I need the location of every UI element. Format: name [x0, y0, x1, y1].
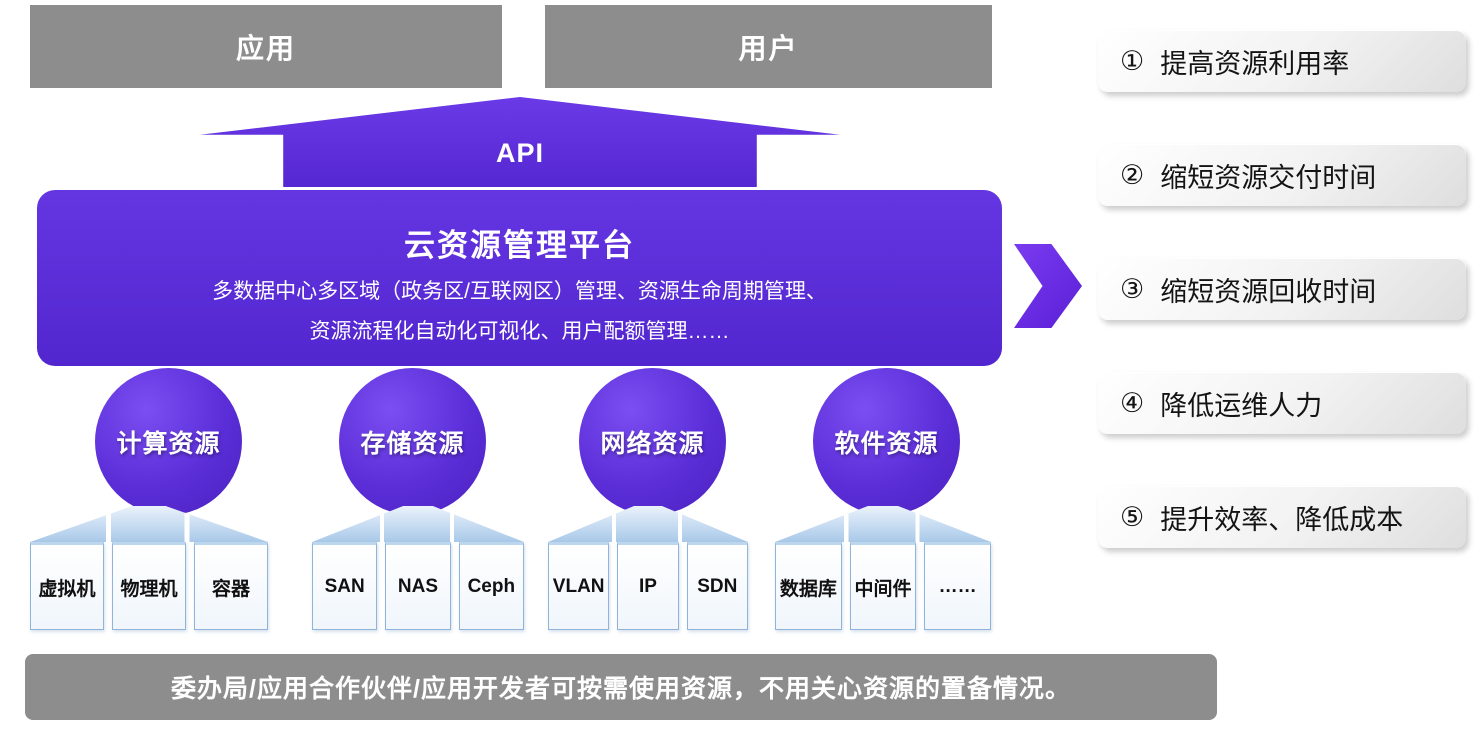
benefit-number: ④: [1120, 387, 1145, 418]
app-box-label: 应用: [235, 32, 296, 64]
resource-group-network: VLAN IP SDN: [548, 542, 748, 630]
platform-desc-line2: 资源流程化自动化可视化、用户配额管理……: [309, 320, 730, 343]
resource-item-box: 容器: [194, 542, 268, 630]
resource-circle-network: 网络资源: [579, 368, 726, 515]
resource-item-label: 容器: [211, 578, 250, 600]
resource-circle-computing: 计算资源: [95, 368, 242, 515]
resource-circle-software: 软件资源: [813, 368, 960, 515]
resource-item-label: ……: [938, 576, 977, 597]
api-label: API: [495, 138, 544, 168]
resource-item-label: 虚拟机: [38, 578, 96, 600]
benefit-number: ③: [1120, 273, 1145, 304]
benefit-card: ③ 缩短资源回收时间: [1098, 258, 1466, 320]
resource-item-label: 数据库: [779, 578, 837, 600]
resource-item-label: 物理机: [120, 578, 178, 600]
resource-item-label: NAS: [397, 576, 439, 597]
resource-circle-label: 网络资源: [600, 429, 705, 458]
resource-item-label: SDN: [697, 576, 738, 597]
benefit-text: 缩短资源交付时间: [1160, 162, 1377, 193]
resource-circle-label: 存储资源: [360, 429, 465, 458]
resource-item-box: ……: [924, 542, 992, 630]
app-box: 应用: [30, 5, 502, 88]
benefit-text: 提升效率、降低成本: [1160, 504, 1404, 535]
benefit-card: ① 提高资源利用率: [1098, 30, 1466, 92]
resource-item-label: Ceph: [467, 576, 516, 597]
fan-connector-storage: [312, 506, 524, 542]
user-box: 用户: [545, 5, 992, 88]
resource-item-label: VLAN: [552, 576, 605, 597]
user-box-label: 用户: [738, 32, 799, 64]
resource-item-box: 物理机: [112, 542, 186, 630]
benefit-text: 降低运维人力: [1160, 390, 1323, 421]
resource-group-computing: 虚拟机 物理机 容器: [30, 542, 268, 630]
benefit-number: ②: [1120, 159, 1145, 190]
benefit-text: 提高资源利用率: [1160, 48, 1350, 79]
benefit-card: ② 缩短资源交付时间: [1098, 144, 1466, 206]
resource-item-box: SAN: [312, 542, 378, 630]
resource-item-label: SAN: [324, 576, 365, 597]
fan-connector-network: [548, 506, 748, 542]
resource-circle-label: 计算资源: [116, 429, 221, 458]
resource-item-box: 中间件: [849, 542, 917, 630]
resource-group-storage: SAN NAS Ceph: [312, 542, 524, 630]
resource-item-box: VLAN: [548, 542, 610, 630]
benefit-number: ①: [1120, 45, 1145, 76]
resource-item-box: 虚拟机: [30, 542, 104, 630]
platform-desc-line1: 多数据中心多区域（政务区/互联网区）管理、资源生命周期管理、: [212, 280, 827, 303]
resource-circle-storage: 存储资源: [339, 368, 486, 515]
resource-item-box: IP: [617, 542, 679, 630]
resource-circle-label: 软件资源: [834, 429, 939, 458]
fan-connector-computing: [30, 506, 268, 542]
resource-item-box: Ceph: [458, 542, 524, 630]
benefits-list: ① 提高资源利用率 ② 缩短资源交付时间 ③ 缩短资源回收时间 ④ 降低运维人力…: [1098, 30, 1466, 548]
resource-item-box: 数据库: [775, 542, 842, 630]
fan-connector-software: [775, 506, 991, 542]
resource-item-label: 中间件: [854, 578, 912, 600]
platform-title: 云资源管理平台: [404, 228, 635, 263]
resource-group-software: 数据库 中间件 ……: [775, 542, 992, 630]
resource-item-box: SDN: [686, 542, 748, 630]
benefit-card: ④ 降低运维人力: [1098, 372, 1466, 434]
footer-text: 委办局/应用合作伙伴/应用开发者可按需使用资源，不用关心资源的置备情况。: [171, 675, 1071, 703]
resource-item-label: IP: [639, 576, 657, 597]
chevron-right-icon: [1014, 244, 1082, 328]
benefit-card: ⑤ 提升效率、降低成本: [1098, 486, 1466, 548]
benefit-text: 缩短资源回收时间: [1160, 276, 1377, 307]
resource-item-box: NAS: [385, 542, 451, 630]
platform-panel: 云资源管理平台 多数据中心多区域（政务区/互联网区）管理、资源生命周期管理、 资…: [37, 190, 1002, 366]
footer-bar: 委办局/应用合作伙伴/应用开发者可按需使用资源，不用关心资源的置备情况。: [25, 654, 1217, 720]
benefit-number: ⑤: [1120, 501, 1145, 532]
